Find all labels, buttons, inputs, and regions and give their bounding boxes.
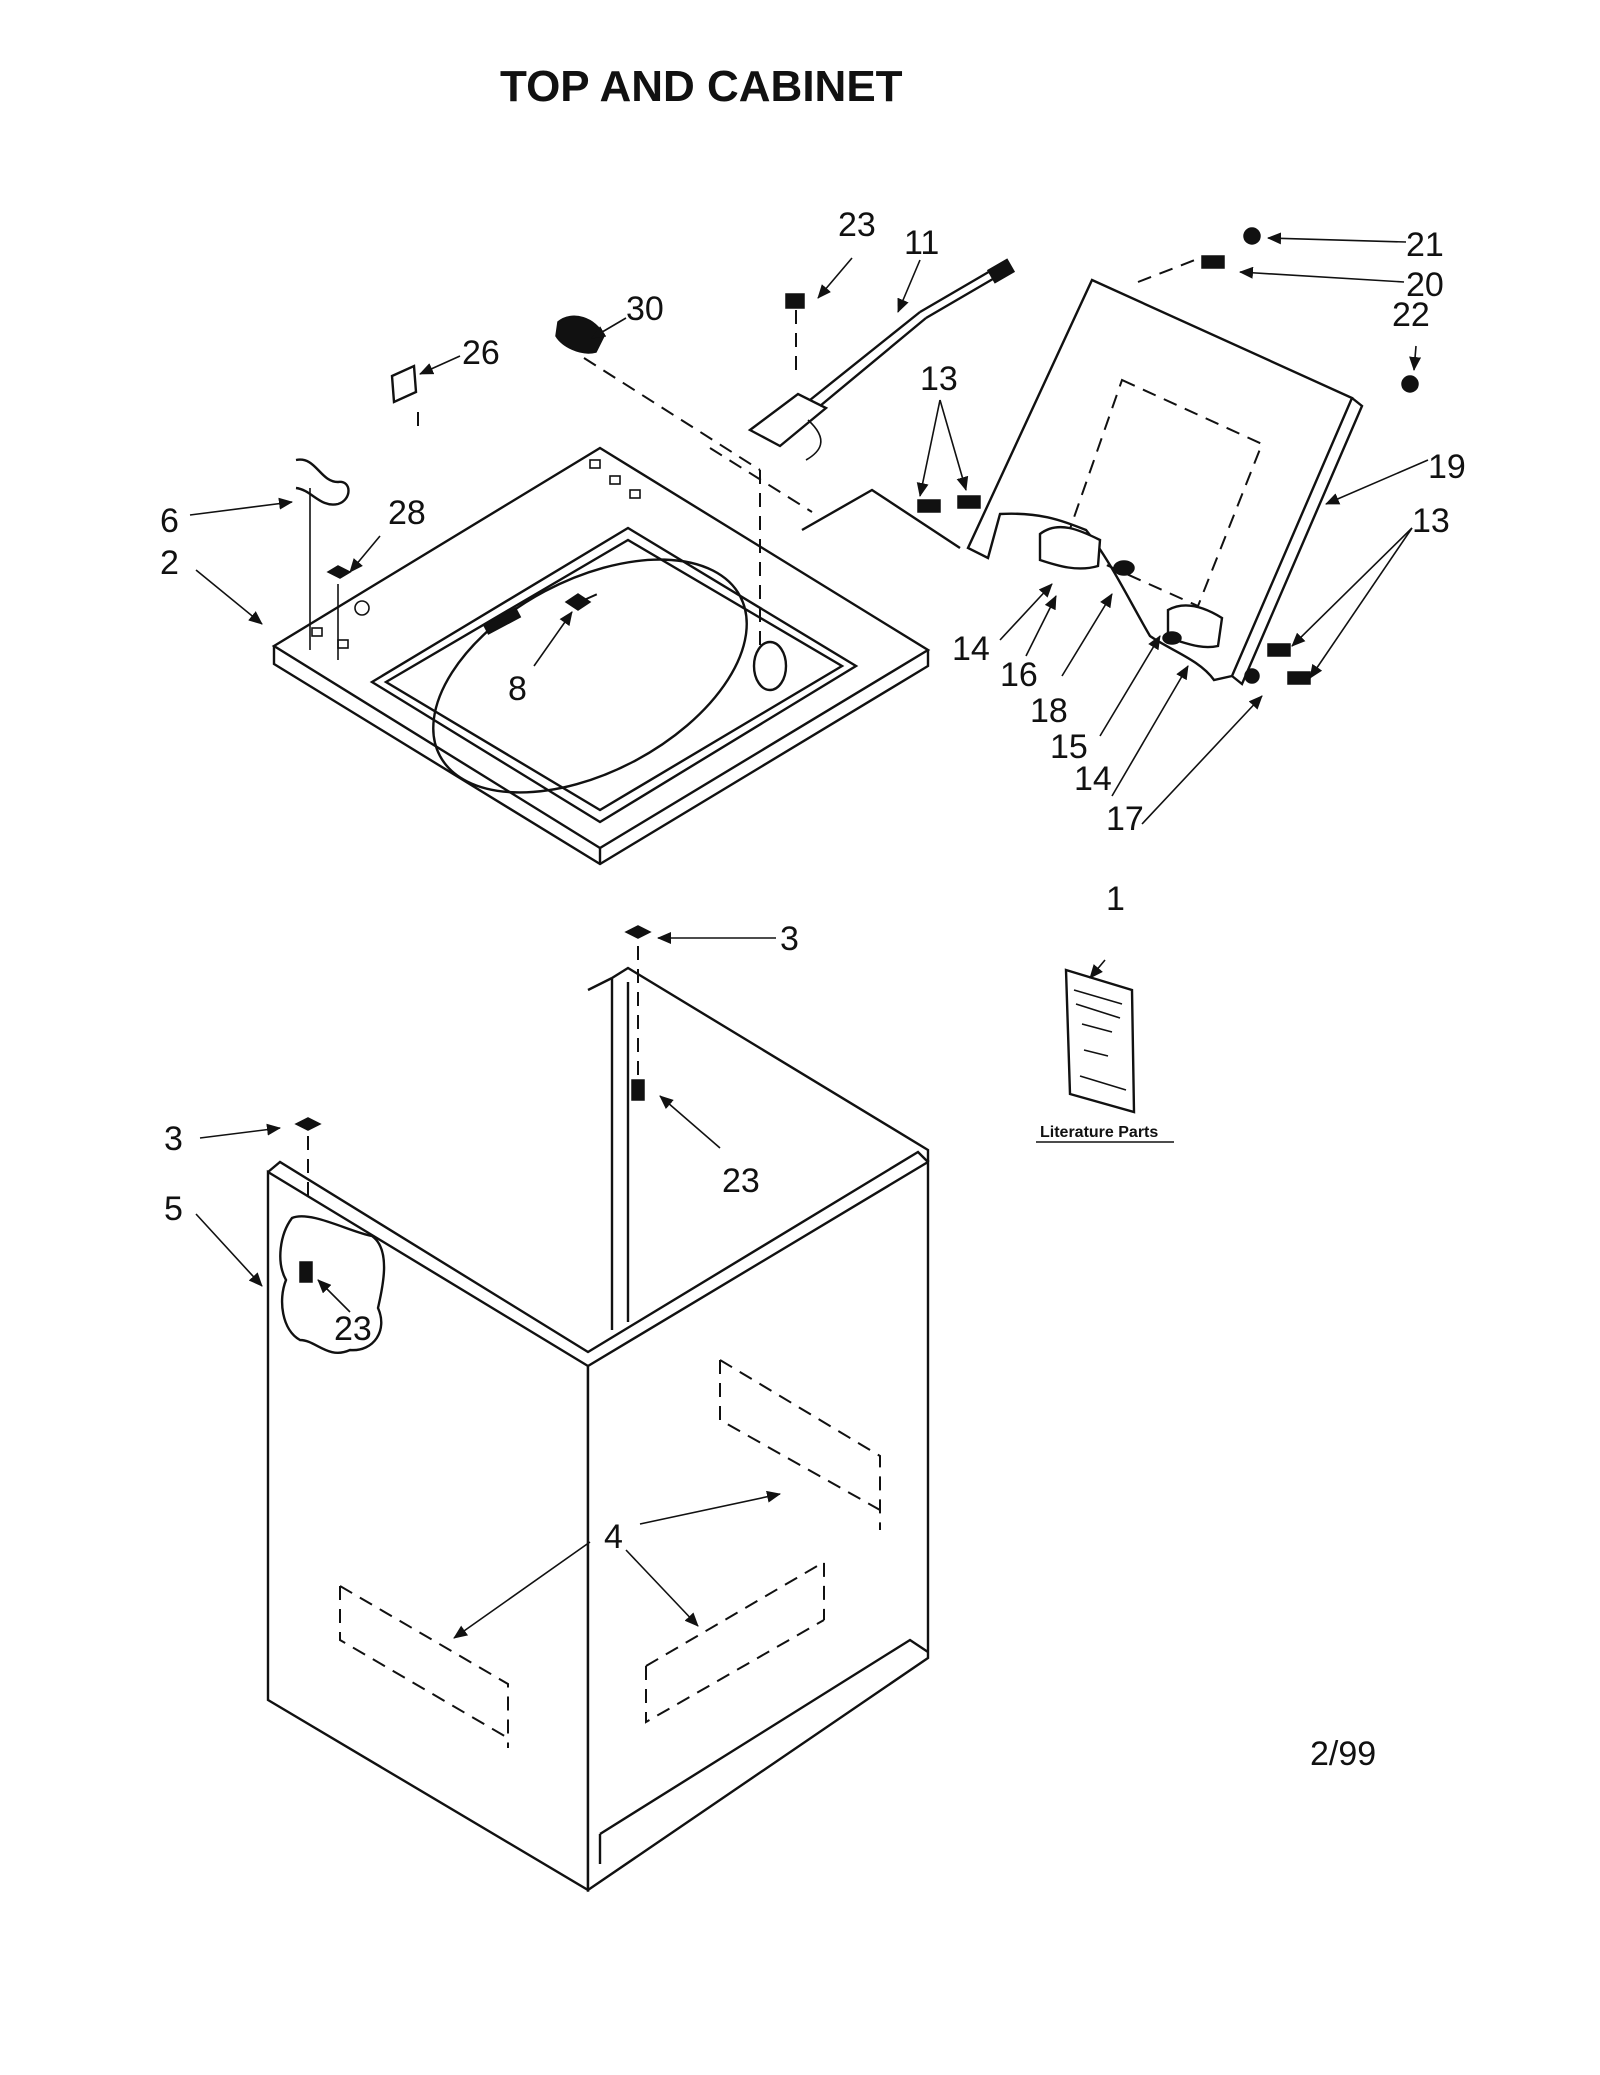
callout-30: 30 xyxy=(626,290,664,328)
callout-13-right: 13 xyxy=(1412,502,1450,540)
callout-1: 1 xyxy=(1106,880,1125,918)
washer-top xyxy=(271,446,961,866)
callout-labels: 1 2 3 3 4 5 6 8 11 13 13 14 14 15 16 17 … xyxy=(160,206,1466,1556)
callout-5: 5 xyxy=(164,1190,183,1228)
lid-switch-harness xyxy=(295,258,1016,692)
callout-15: 15 xyxy=(1050,728,1088,766)
callout-11: 11 xyxy=(904,224,939,262)
callout-18: 18 xyxy=(1030,692,1068,730)
callout-20: 20 xyxy=(1406,266,1444,304)
callout-14-left: 14 xyxy=(952,630,990,668)
callout-8: 8 xyxy=(508,670,527,708)
cabinet xyxy=(266,925,930,1893)
callout-6: 6 xyxy=(160,502,179,540)
callout-26: 26 xyxy=(462,334,500,372)
lid xyxy=(917,227,1419,686)
callout-17: 17 xyxy=(1106,800,1144,838)
leader-arrows xyxy=(189,232,1429,1639)
callout-21: 21 xyxy=(1406,226,1444,264)
callout-2: 2 xyxy=(160,544,179,582)
callout-22: 22 xyxy=(1392,296,1430,334)
callout-3-top: 3 xyxy=(780,920,799,958)
callout-4: 4 xyxy=(604,1518,623,1556)
callout-14-right: 14 xyxy=(1074,760,1112,798)
page-title: TOP AND CABINET xyxy=(500,62,903,111)
callout-16: 16 xyxy=(1000,656,1038,694)
callout-28: 28 xyxy=(388,494,426,532)
literature-label: Literature Parts xyxy=(1040,1124,1158,1141)
callout-19: 19 xyxy=(1428,448,1466,486)
callout-23-cabinet: 23 xyxy=(722,1162,760,1200)
callout-3-left: 3 xyxy=(164,1120,183,1158)
callout-23-top: 23 xyxy=(838,206,876,244)
literature-parts xyxy=(1036,968,1174,1143)
date-code: 2/99 xyxy=(1310,1735,1377,1773)
callout-23-bubble: 23 xyxy=(334,1310,372,1348)
callout-13-left: 13 xyxy=(920,360,958,398)
